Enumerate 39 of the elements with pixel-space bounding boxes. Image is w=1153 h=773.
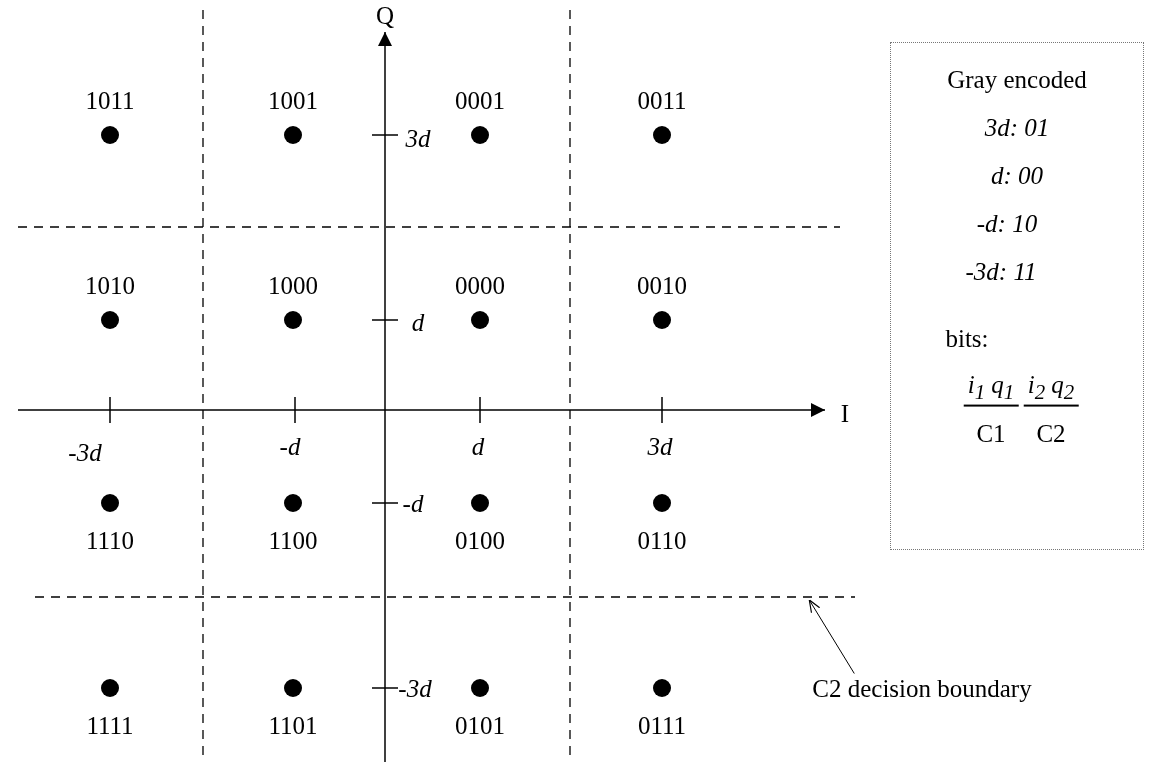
- bit-label: 1011: [85, 87, 135, 113]
- tick-label: -d: [279, 433, 301, 459]
- tick-label: 3d: [405, 125, 431, 151]
- bit-label: 1100: [268, 527, 318, 553]
- bit-label: 1001: [268, 87, 318, 113]
- axis-label: I: [840, 400, 850, 426]
- tick-label: d: [411, 309, 425, 335]
- bit-label: 1000: [268, 272, 318, 298]
- bit-label: 0011: [637, 87, 687, 113]
- bit-label: 1010: [85, 272, 135, 298]
- codeword-label: C2: [1036, 420, 1066, 446]
- tick-label: -d: [402, 490, 424, 516]
- legend-entry: -3d: 11: [965, 258, 1037, 284]
- bit-group: i$_{1}$ q$_{1}$: [963, 371, 1019, 407]
- legend-box: [890, 42, 1144, 550]
- bit-label: 0111: [637, 712, 687, 738]
- legend-entry: 3d: 01: [984, 114, 1050, 140]
- tick-label: -3d: [398, 675, 432, 701]
- bit-label: 0100: [455, 527, 505, 553]
- bit-label: 1110: [85, 527, 135, 553]
- bit-label: 1101: [268, 712, 318, 738]
- legend-entry: -d: 10: [976, 210, 1038, 236]
- legend-heading: Gray encoded: [947, 66, 1087, 92]
- bit-label: 0101: [455, 712, 505, 738]
- callout-text: C2 decision boundary: [812, 675, 1032, 701]
- bit-label: 0001: [455, 87, 505, 113]
- tick-label: 3d: [647, 433, 673, 459]
- codeword-label: C1: [976, 420, 1006, 446]
- bit-label: 0110: [637, 527, 687, 553]
- legend-entry: bits:: [945, 325, 989, 351]
- tick-label: -3d: [68, 439, 102, 465]
- bit-group: i$_{2}$ q$_{2}$: [1023, 371, 1079, 407]
- legend-entry: d: 00: [990, 162, 1044, 188]
- leader-line: [808, 599, 855, 674]
- bit-label: 0000: [455, 272, 505, 298]
- axis-label: Q: [375, 2, 395, 28]
- bit-label: 1111: [86, 712, 134, 738]
- tick-label: d: [471, 433, 485, 459]
- bit-label: 0010: [637, 272, 687, 298]
